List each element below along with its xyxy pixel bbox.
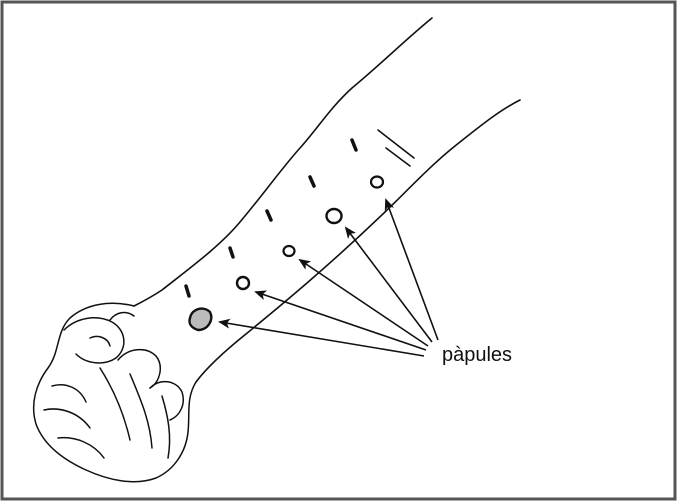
papule [371,177,383,188]
papule [237,277,249,289]
papules-label: pàpules [442,344,512,366]
papule [327,209,342,223]
papule [284,246,295,256]
papule [189,309,211,330]
